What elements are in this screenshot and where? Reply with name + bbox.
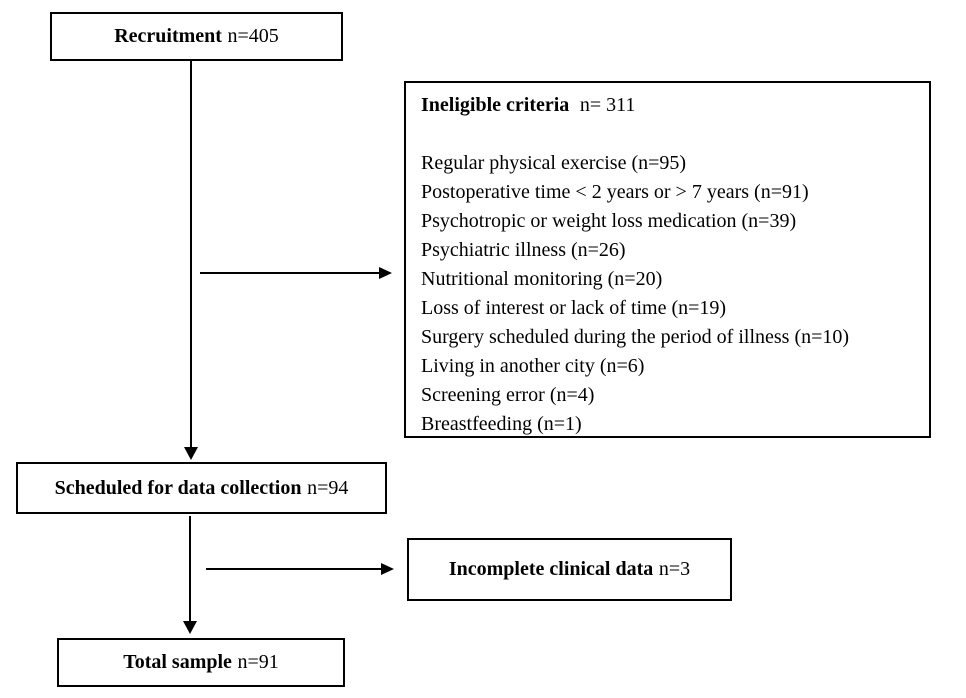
- criteria-item: Living in another city (n=6): [421, 355, 645, 377]
- arrow-scheduled-to-total-line: [189, 516, 191, 622]
- arrow-recruitment-to-scheduled-head: [184, 447, 198, 460]
- ineligible-title-count: n= 311: [579, 94, 636, 116]
- criteria-item: Postoperative time < 2 years or > 7 year…: [421, 181, 809, 203]
- scheduled-count: n=94: [307, 476, 349, 499]
- criteria-item: Psychotropic or weight loss medication (…: [421, 210, 797, 232]
- recruitment-node: Recruitment n=405: [50, 12, 343, 61]
- scheduled-node: Scheduled for data collection n=94: [16, 462, 387, 514]
- ineligible-title: Ineligible criteria n= 311: [421, 91, 919, 120]
- criteria-item: Nutritional monitoring (n=20): [421, 268, 663, 290]
- criteria-item: Surgery scheduled during the period of i…: [421, 326, 850, 348]
- criteria-item: Screening error (n=4): [421, 384, 595, 406]
- arrow-to-ineligible-head: [379, 267, 392, 279]
- criteria-item: Psychiatric illness (n=26): [421, 239, 626, 261]
- arrow-to-incomplete-head: [381, 563, 394, 575]
- total-label: Total sample: [123, 651, 232, 673]
- criteria-item: Breastfeeding (n=1): [421, 413, 582, 435]
- scheduled-label: Scheduled for data collection: [54, 476, 302, 499]
- incomplete-node: Incomplete clinical data n=3: [407, 538, 732, 601]
- arrow-recruitment-to-scheduled-line: [190, 61, 192, 448]
- recruitment-label: Recruitment: [114, 25, 222, 47]
- ineligible-title-label: Ineligible criteria: [421, 94, 570, 116]
- total-count: n=91: [237, 651, 279, 673]
- recruitment-count: n=405: [227, 25, 279, 47]
- total-node: Total sample n=91: [57, 638, 345, 687]
- arrow-scheduled-to-total-head: [183, 621, 197, 634]
- arrow-to-ineligible-line: [200, 272, 379, 274]
- arrow-to-incomplete-line: [206, 568, 381, 570]
- criteria-item: Loss of interest or lack of time (n=19): [421, 297, 727, 319]
- incomplete-count: n=3: [658, 558, 691, 580]
- incomplete-label: Incomplete clinical data: [448, 558, 654, 580]
- ineligible-criteria-list: Regular physical exercise (n=95) Postope…: [421, 149, 919, 439]
- criteria-item: Regular physical exercise (n=95): [421, 152, 687, 174]
- ineligible-node: Ineligible criteria n= 311 Regular physi…: [404, 81, 931, 438]
